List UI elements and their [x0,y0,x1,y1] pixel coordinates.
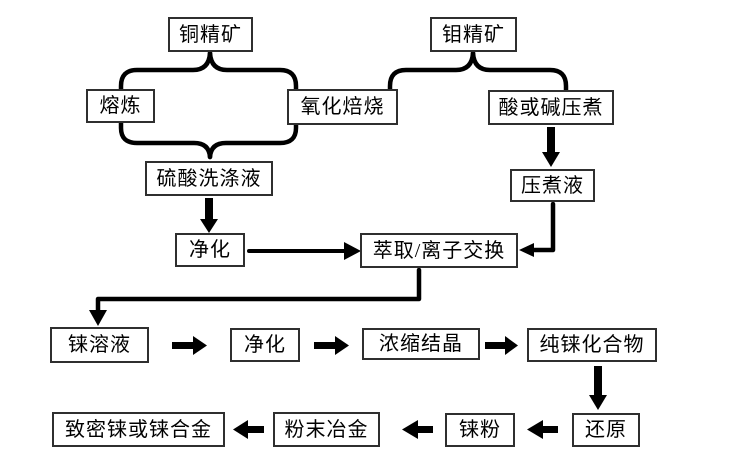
arrow-powder-to-metallurgy [402,420,433,439]
node-pure-rhenium-compound: 纯铼化合物 [527,328,657,362]
node-oxidation-roasting: 氧化焙烧 [287,89,398,125]
node-concentration-crystallization: 浓缩结晶 [362,328,480,360]
arrow-compound-to-reduction [589,366,607,410]
node-rhenium-solution: 铼溶液 [50,327,149,363]
node-purification-1: 净化 [175,233,245,267]
elbow-extraction-head [89,310,107,326]
arrow-reduction-to-powder [527,420,558,439]
arrow-metallurgy-to-dense [233,420,264,439]
brace-moly-left [387,50,476,94]
brace-moly-right [470,50,569,95]
node-extraction-ion-exchange: 萃取/离子交换 [360,233,518,268]
arrow-wash-to-purification [200,198,218,233]
node-purification-2: 净化 [230,328,300,362]
node-acid-alkali-pressure-cooking: 酸或碱压煮 [488,90,614,125]
elbow-pressure-liquid-to-extraction [530,201,556,253]
node-dense-rhenium-or-alloy: 致密铼或铼合金 [52,412,225,447]
arrow-acid-to-pressure-liquid [542,127,560,167]
brace-copper-right [207,50,299,160]
node-rhenium-powder: 铼粉 [445,413,515,447]
node-sulfuric-acid-wash-liquid: 硫酸洗涤液 [145,161,273,196]
node-reduction: 还原 [572,413,640,447]
arrow-purification2-to-crystallization [314,336,349,355]
elbow-extraction-to-rhenium-solution [95,267,422,315]
node-powder-metallurgy: 粉末冶金 [273,412,380,447]
arrow-crystallization-to-compound [485,336,518,355]
elbow-pressure-liquid-head [519,243,534,257]
node-copper-concentrate: 铜精矿 [168,17,253,52]
arrow-solution-to-purification2 [172,336,207,355]
node-moly-concentrate: 钼精矿 [430,17,517,52]
node-pressure-cooking-liquid: 压煮液 [510,169,595,202]
arrow-purification-to-extraction-head [344,242,361,260]
node-smelting: 熔炼 [86,89,155,123]
